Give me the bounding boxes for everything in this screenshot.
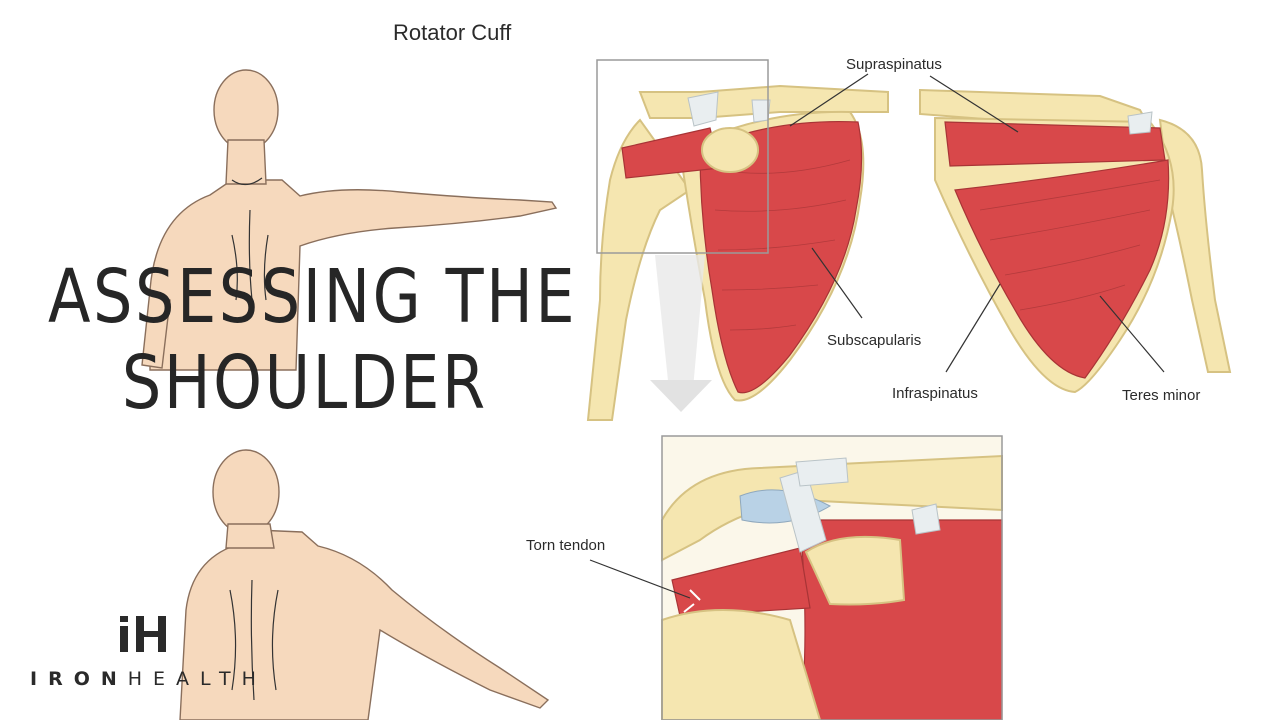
headline: ASSESSING THE SHOULDER — [48, 254, 577, 426]
brand-word-iron: IRON — [30, 668, 128, 690]
figure-arm-abducted — [141, 69, 558, 371]
back-view-shoulder — [919, 88, 1232, 394]
label-infraspinatus: Infraspinatus — [892, 385, 978, 402]
brand-word-health: HEALTH — [127, 668, 267, 690]
ih-monogram-icon — [120, 616, 166, 652]
zoom-frame — [596, 59, 769, 254]
label-torn-tendon: Torn tendon — [526, 537, 605, 554]
leader-lines — [589, 73, 1165, 599]
label-supraspinatus: Supraspinatus — [846, 56, 942, 73]
label-subscapularis: Subscapularis — [827, 332, 921, 349]
figure-arm-diagonal — [179, 449, 550, 720]
brand-wordmark: IRONHEALTH — [30, 668, 267, 690]
label-teres-minor: Teres minor — [1122, 387, 1200, 404]
headline-line-2: SHOULDER — [121, 340, 488, 426]
front-view-shoulder — [586, 59, 889, 421]
torn-tendon-inset — [661, 435, 1003, 720]
diagram-title: Rotator Cuff — [393, 20, 512, 45]
headline-line-1: ASSESSING THE — [48, 254, 578, 340]
